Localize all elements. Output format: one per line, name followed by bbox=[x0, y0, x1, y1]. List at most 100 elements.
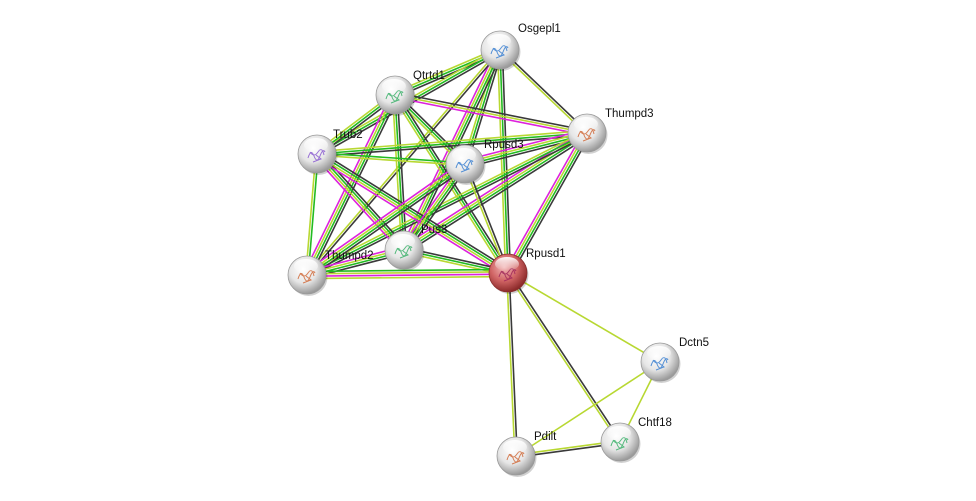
edge-qtrtd1-pus3[interactable] bbox=[391, 94, 408, 251]
edge-line-yellow bbox=[506, 273, 620, 444]
edge-trub2-rpusd1[interactable] bbox=[314, 150, 511, 277]
edge-line-yellow bbox=[496, 50, 507, 274]
edge-line-green bbox=[307, 164, 467, 277]
edge-line-yellow bbox=[515, 361, 661, 457]
edge-thumpd3-thumpd2[interactable] bbox=[305, 130, 589, 278]
node-osgepl1[interactable]: Osgepl1 bbox=[480, 23, 561, 71]
edge-line-yellow bbox=[305, 162, 465, 275]
edge-osgepl1-thumpd3[interactable] bbox=[498, 48, 589, 135]
node-highlight bbox=[382, 79, 406, 93]
node-label: Thumpd2 bbox=[325, 250, 374, 262]
node-trub2[interactable]: Trub2 bbox=[297, 129, 363, 175]
protein-structure-icon bbox=[577, 128, 596, 142]
edge-line-yellow bbox=[506, 273, 516, 457]
protein-structure-icon bbox=[506, 451, 525, 465]
node-thumpd2[interactable]: Thumpd2 bbox=[287, 250, 374, 296]
edge-line-green bbox=[307, 154, 319, 276]
protein-structure-icon bbox=[455, 159, 474, 173]
node-rpusd1[interactable]: Rpusd1 bbox=[488, 248, 566, 294]
node-highlight bbox=[574, 117, 598, 131]
node-chtf18[interactable]: Chtf18 bbox=[600, 417, 672, 463]
edge-line-yellow bbox=[394, 94, 588, 134]
protein-structure-icon bbox=[650, 357, 669, 371]
edge-line-yellow bbox=[315, 154, 508, 275]
node-qtrtd1[interactable]: Qtrtd1 bbox=[375, 70, 445, 116]
protein-structure-icon bbox=[498, 268, 517, 282]
protein-structure-icon bbox=[394, 245, 413, 259]
edge-rpusd1-chtf18[interactable] bbox=[506, 271, 622, 444]
protein-structure-icon bbox=[385, 90, 404, 104]
edge-line-black bbox=[317, 134, 588, 158]
edge-line-black bbox=[318, 150, 511, 271]
node-highlight bbox=[452, 148, 476, 162]
edge-line-black bbox=[501, 49, 512, 273]
edge-line-black bbox=[500, 48, 589, 133]
node-highlight bbox=[647, 346, 671, 360]
edge-trub2-thumpd2[interactable] bbox=[305, 153, 319, 276]
node-rpusd3[interactable]: Rpusd3 bbox=[445, 139, 524, 185]
edge-line-black bbox=[307, 50, 502, 277]
node-highlight bbox=[495, 257, 519, 271]
node-label: Rpusd1 bbox=[526, 248, 566, 260]
edge-line-green bbox=[317, 152, 466, 164]
edge-line-magenta bbox=[304, 160, 464, 273]
edge-line-magenta bbox=[307, 273, 509, 277]
edge-line-green bbox=[307, 95, 397, 276]
node-pdilt[interactable]: Pdilt bbox=[496, 431, 557, 477]
edge-line-magenta bbox=[314, 156, 507, 277]
node-label: Chtf18 bbox=[638, 417, 672, 429]
edge-line-magenta bbox=[394, 96, 587, 137]
edge-line-yellow bbox=[315, 154, 404, 252]
protein-structure-icon bbox=[307, 149, 326, 163]
edge-trub2-rpusd3[interactable] bbox=[316, 152, 466, 166]
edge-line-magenta bbox=[463, 128, 587, 162]
edge-line-magenta bbox=[504, 130, 585, 272]
edge-line-green bbox=[316, 132, 588, 155]
edge-thumpd3-rpusd1[interactable] bbox=[504, 130, 591, 276]
edge-osgepl1-rpusd1[interactable] bbox=[496, 49, 512, 274]
edge-rpusd1-pdilt[interactable] bbox=[506, 272, 518, 457]
edge-dctn5-pdilt[interactable] bbox=[515, 361, 661, 457]
edge-line-yellow bbox=[498, 50, 587, 135]
node-label: Pus3 bbox=[421, 224, 447, 236]
edge-qtrtd1-thumpd3[interactable] bbox=[394, 91, 588, 137]
node-thumpd3[interactable]: Thumpd3 bbox=[567, 108, 654, 154]
edge-line-black bbox=[307, 134, 589, 278]
edge-line-black bbox=[308, 166, 468, 279]
edge-line-green bbox=[306, 268, 508, 273]
edge-thumpd2-rpusd1[interactable] bbox=[306, 268, 509, 280]
edge-line-black bbox=[510, 134, 591, 276]
edge-line-black bbox=[396, 94, 408, 250]
edge-line-yellow bbox=[316, 154, 465, 166]
edge-rpusd3-thumpd2[interactable] bbox=[304, 160, 468, 279]
edge-line-black bbox=[309, 96, 399, 277]
protein-structure-icon bbox=[297, 270, 316, 284]
edge-rpusd3-rpusd1[interactable] bbox=[463, 163, 510, 274]
edge-line-yellow bbox=[464, 131, 587, 164]
node-label: Pdilt bbox=[534, 431, 557, 443]
edge-trub2-pus3[interactable] bbox=[313, 151, 408, 253]
edge-line-green bbox=[499, 49, 509, 274]
node-highlight bbox=[294, 259, 318, 273]
node-pus3[interactable]: Pus3 bbox=[384, 224, 447, 271]
edge-line-green bbox=[508, 133, 589, 274]
edge-thumpd3-trub2[interactable] bbox=[316, 129, 588, 158]
node-highlight bbox=[391, 234, 415, 248]
edge-line-black bbox=[395, 91, 588, 132]
edge-line-yellow bbox=[316, 129, 587, 153]
edge-line-black bbox=[508, 272, 518, 456]
edge-line-green bbox=[317, 152, 510, 273]
node-label: Dctn5 bbox=[679, 337, 709, 349]
node-highlight bbox=[487, 34, 511, 48]
edge-line-green bbox=[317, 152, 406, 250]
node-dctn5[interactable]: Dctn5 bbox=[640, 337, 709, 383]
edge-line-yellow bbox=[507, 272, 661, 363]
node-label: Thumpd3 bbox=[605, 108, 654, 120]
edge-line-yellow bbox=[392, 95, 507, 275]
node-label: Rpusd3 bbox=[484, 139, 524, 151]
node-highlight bbox=[503, 440, 527, 454]
edge-rpusd1-dctn5[interactable] bbox=[507, 272, 661, 363]
edge-line-yellow bbox=[305, 130, 587, 274]
